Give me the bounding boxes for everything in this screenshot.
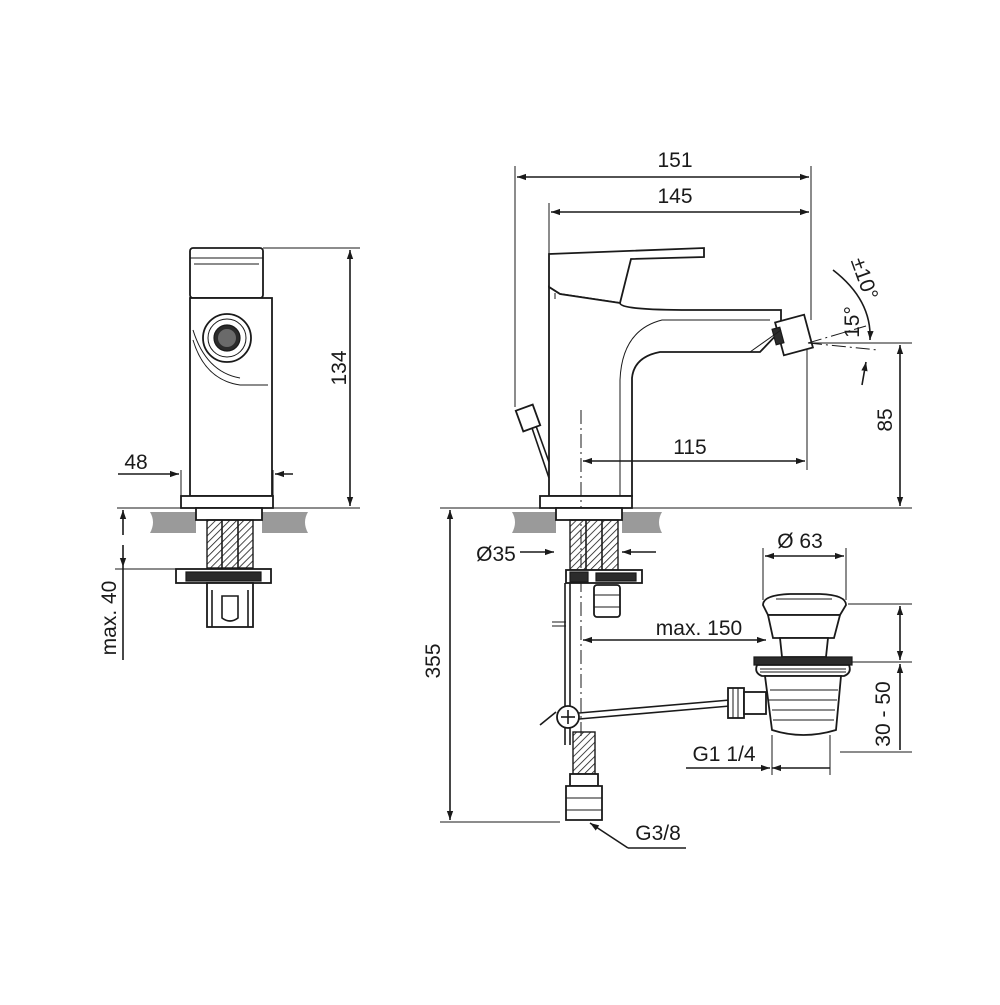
dim-85-label: 85: [874, 408, 897, 431]
dim-g38-label: G3/8: [635, 822, 681, 845]
angle-main-label: 15°: [841, 306, 864, 338]
dim-115-label: 115: [673, 436, 706, 459]
threaded-stud-side: [569, 519, 619, 571]
angle-tolerance-label: ±10°: [846, 255, 882, 304]
dim-63-label: Ø 63: [777, 530, 823, 553]
side-view: [440, 166, 912, 849]
dim-355-label: 355: [422, 643, 445, 678]
dim-145-label: 145: [657, 185, 692, 208]
dim-30-50-label: 30 - 50: [872, 681, 895, 746]
dim-max150-label: max. 150: [656, 617, 742, 640]
countertop-right: [512, 512, 662, 533]
dim-151-label: 151: [657, 149, 692, 172]
countertop-left: [150, 512, 308, 533]
lever-front: [189, 247, 264, 299]
tap-body-side: [548, 285, 782, 497]
waste-valve: [727, 593, 853, 736]
threaded-stud: [206, 519, 254, 569]
lever-side: [548, 247, 705, 305]
dim-134-label: 134: [328, 350, 351, 385]
dim-max40-label: max. 40: [98, 581, 121, 656]
dim-48-label: 48: [124, 451, 147, 474]
dim-35-label: Ø35: [476, 543, 516, 566]
front-view: [115, 247, 360, 660]
dim-g114-label: G1 1/4: [692, 743, 755, 766]
